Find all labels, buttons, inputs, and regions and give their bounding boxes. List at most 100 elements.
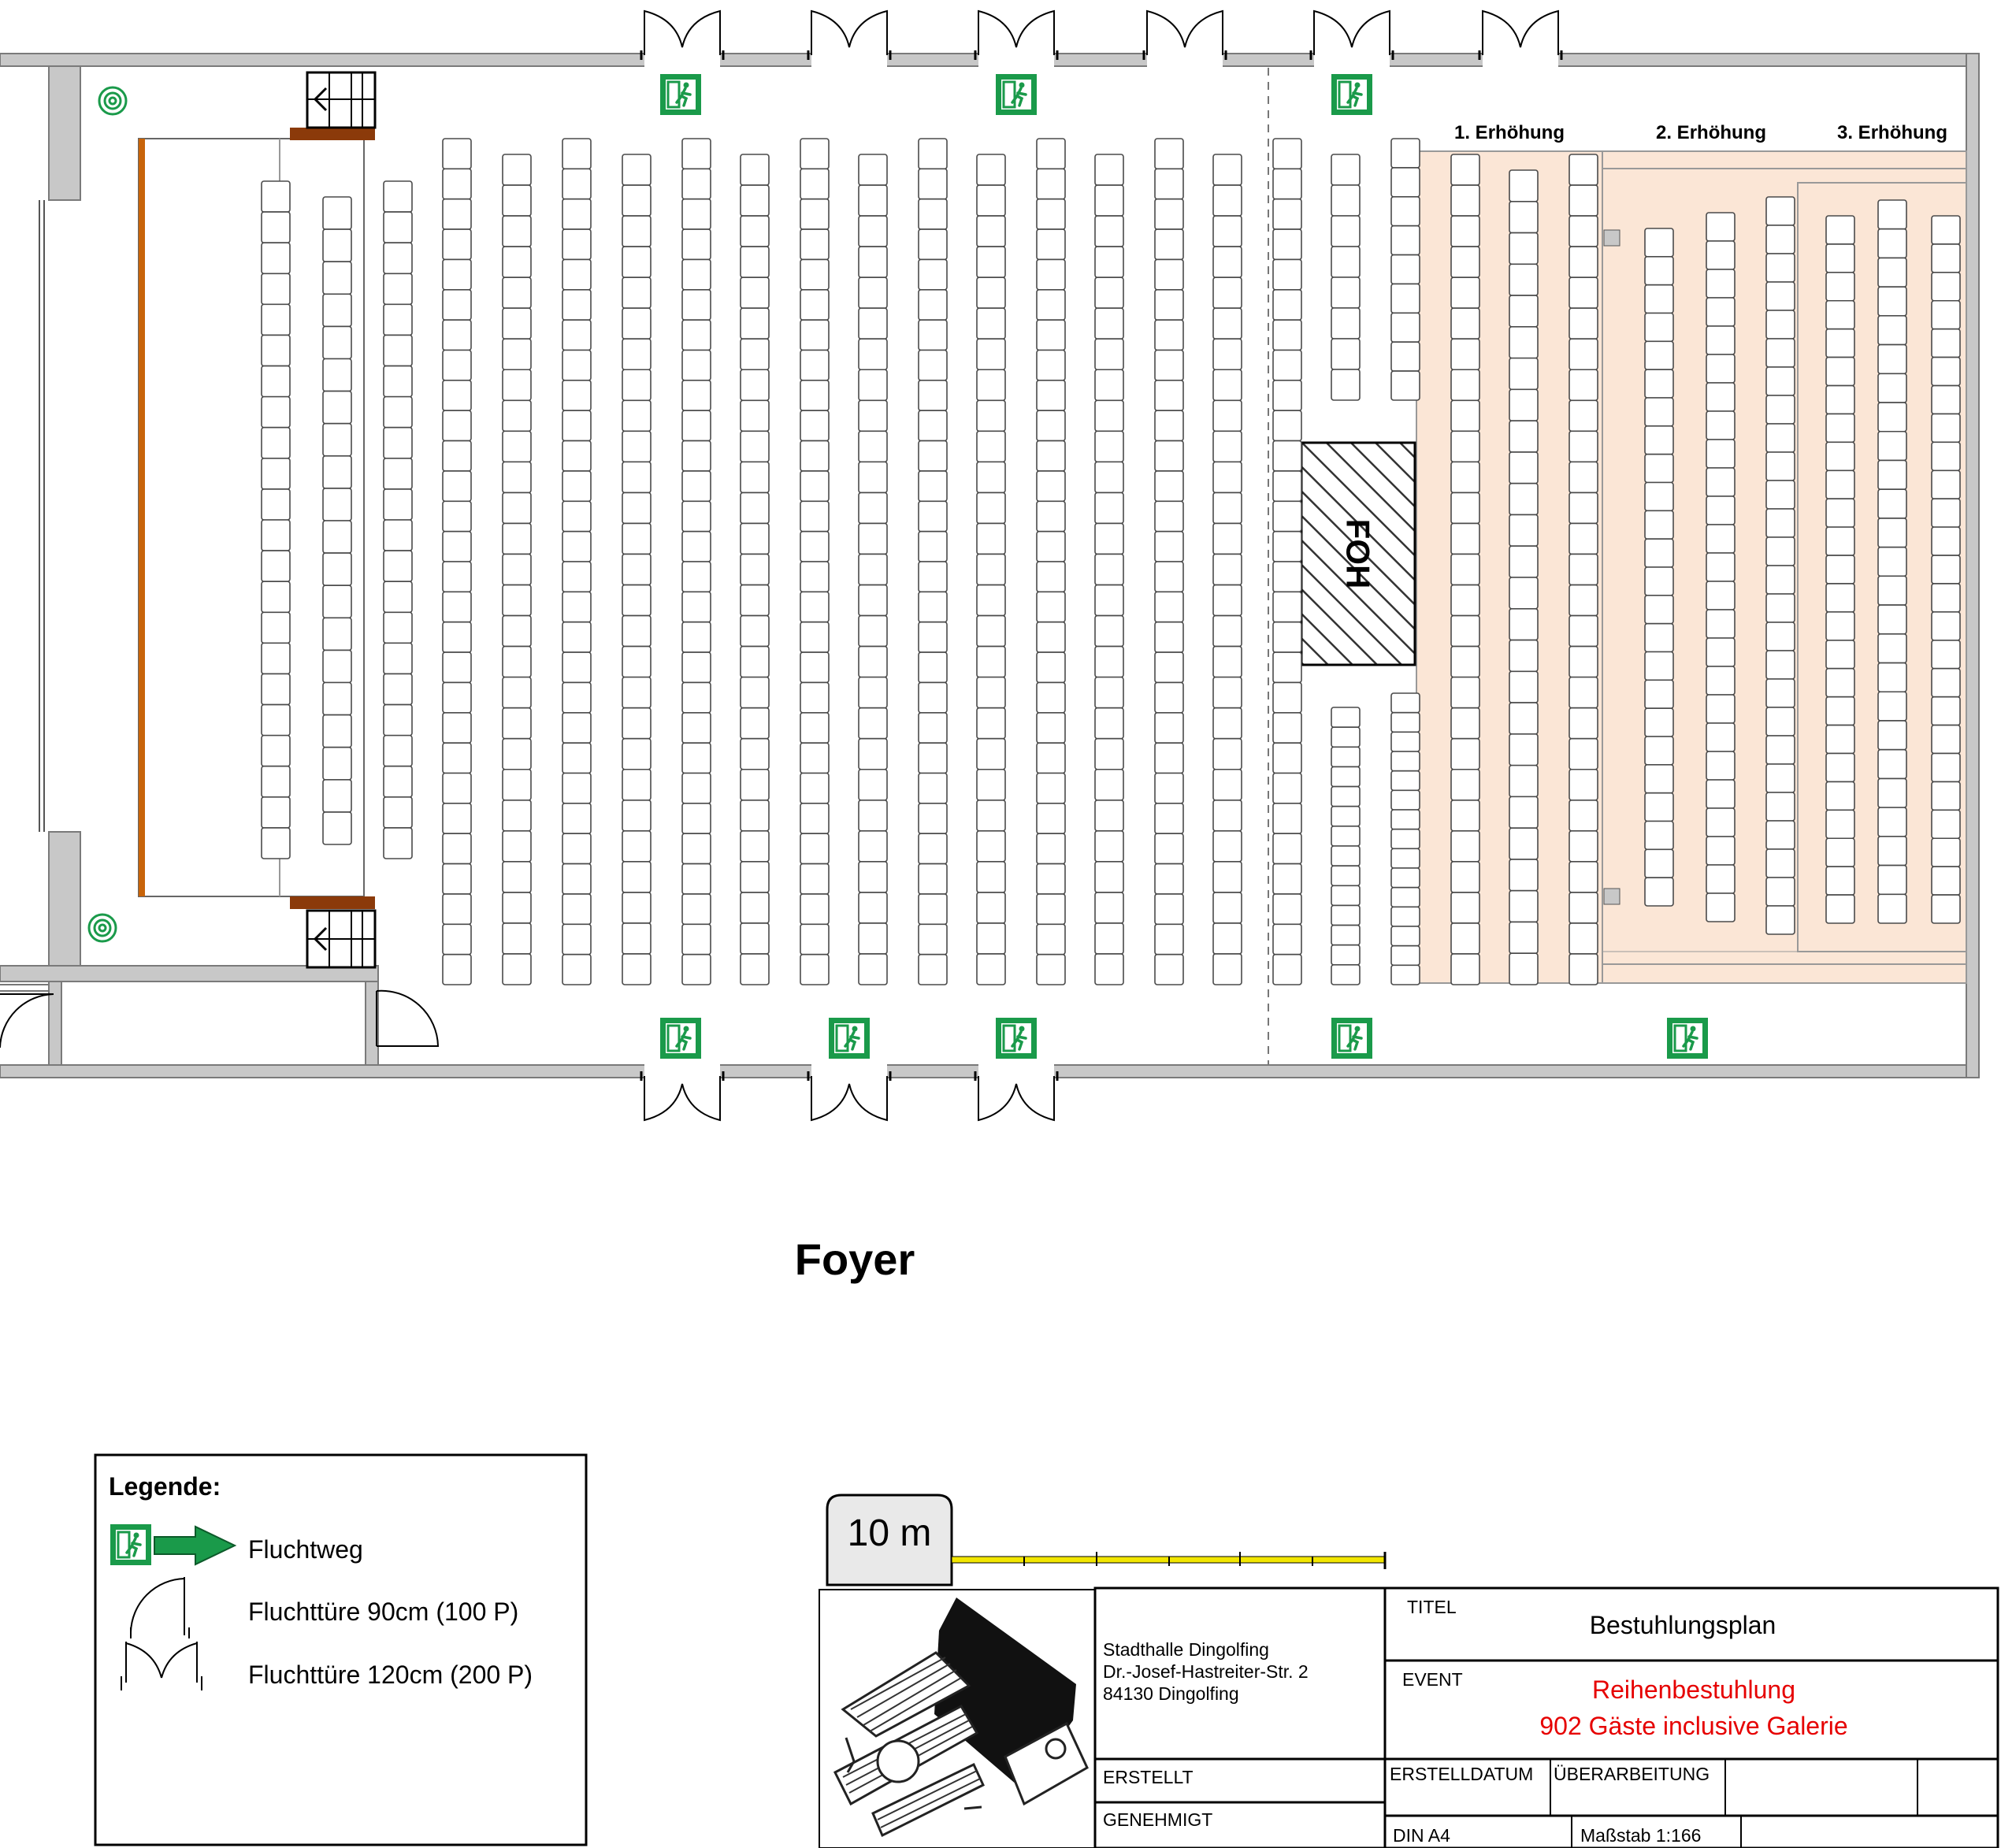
seat <box>1825 441 1855 472</box>
seat <box>1272 288 1302 321</box>
seat <box>1390 964 1420 985</box>
seat <box>622 307 652 340</box>
seat <box>1644 312 1674 343</box>
seat <box>858 799 888 832</box>
seat <box>502 430 532 463</box>
seat <box>1272 953 1302 985</box>
seat <box>681 621 711 653</box>
format-label: DIN A4 <box>1393 1825 1450 1846</box>
seat <box>918 380 948 412</box>
seat <box>1644 764 1674 794</box>
seat <box>261 827 291 859</box>
seat <box>1094 645 1124 678</box>
seat <box>1212 369 1242 402</box>
seat <box>1272 470 1302 503</box>
seat <box>681 803 711 835</box>
seat <box>858 307 888 340</box>
seat <box>1644 340 1674 370</box>
seat <box>1036 651 1066 684</box>
seat <box>681 833 711 865</box>
seat <box>1154 530 1184 562</box>
seat <box>1036 168 1066 200</box>
seat <box>681 561 711 593</box>
seat <box>681 591 711 623</box>
seat <box>681 681 711 714</box>
seat <box>1272 138 1302 170</box>
seat <box>622 215 652 247</box>
seat <box>383 334 413 367</box>
seat <box>1272 711 1302 744</box>
seat <box>858 737 888 770</box>
seat <box>1931 356 1961 387</box>
seat <box>1509 451 1539 484</box>
seat <box>1825 781 1855 811</box>
seat <box>1509 577 1539 610</box>
seat <box>740 492 770 525</box>
seat <box>1450 922 1480 955</box>
seat <box>1644 848 1674 878</box>
seat <box>740 522 770 555</box>
seat <box>1569 430 1598 463</box>
seat <box>502 246 532 278</box>
seat <box>622 799 652 832</box>
seat <box>681 742 711 774</box>
exit-sign-icon <box>1331 74 1372 115</box>
seat <box>740 645 770 678</box>
seat <box>622 645 652 678</box>
seat <box>1390 926 1420 947</box>
event-label: EVENT <box>1402 1669 1463 1690</box>
seat <box>1825 469 1855 500</box>
seat <box>322 520 352 554</box>
seat <box>740 614 770 648</box>
seat <box>918 138 948 170</box>
seat <box>1706 637 1736 667</box>
seat <box>800 742 830 774</box>
seat <box>1706 495 1736 525</box>
seat <box>740 154 770 186</box>
seat <box>976 799 1006 832</box>
seat <box>1154 803 1184 835</box>
seat <box>322 617 352 651</box>
seat <box>976 707 1006 740</box>
seat <box>383 827 413 859</box>
seat <box>1154 863 1184 895</box>
seat <box>1509 169 1539 202</box>
seat <box>740 307 770 340</box>
seat <box>681 258 711 291</box>
seat <box>1154 711 1184 744</box>
seat <box>1450 645 1480 678</box>
seat <box>858 461 888 494</box>
seat <box>1331 785 1361 807</box>
seat <box>1272 530 1302 562</box>
seat <box>383 673 413 706</box>
seat <box>1877 459 1907 490</box>
seat <box>261 703 291 737</box>
seat <box>442 138 472 170</box>
seat <box>562 742 592 774</box>
seat <box>1644 538 1674 568</box>
seat <box>383 365 413 398</box>
seat <box>1877 518 1907 548</box>
seat <box>1272 168 1302 200</box>
seat <box>622 953 652 985</box>
seat <box>918 198 948 230</box>
seat <box>442 168 472 200</box>
seat <box>1644 284 1674 314</box>
seat <box>1390 731 1420 752</box>
scale-label: 10 m <box>848 1512 932 1554</box>
seat <box>622 492 652 525</box>
seat <box>976 369 1006 402</box>
seat <box>976 338 1006 371</box>
seat <box>1450 215 1480 247</box>
seat <box>502 645 532 678</box>
seat <box>1644 397 1674 427</box>
seat <box>1450 492 1480 525</box>
seat <box>1036 621 1066 653</box>
seat <box>1212 676 1242 709</box>
seat <box>1036 893 1066 926</box>
seat <box>1765 253 1795 283</box>
seat <box>383 303 413 336</box>
seat <box>1094 768 1124 801</box>
seat <box>1331 805 1361 827</box>
seat <box>1825 611 1855 641</box>
